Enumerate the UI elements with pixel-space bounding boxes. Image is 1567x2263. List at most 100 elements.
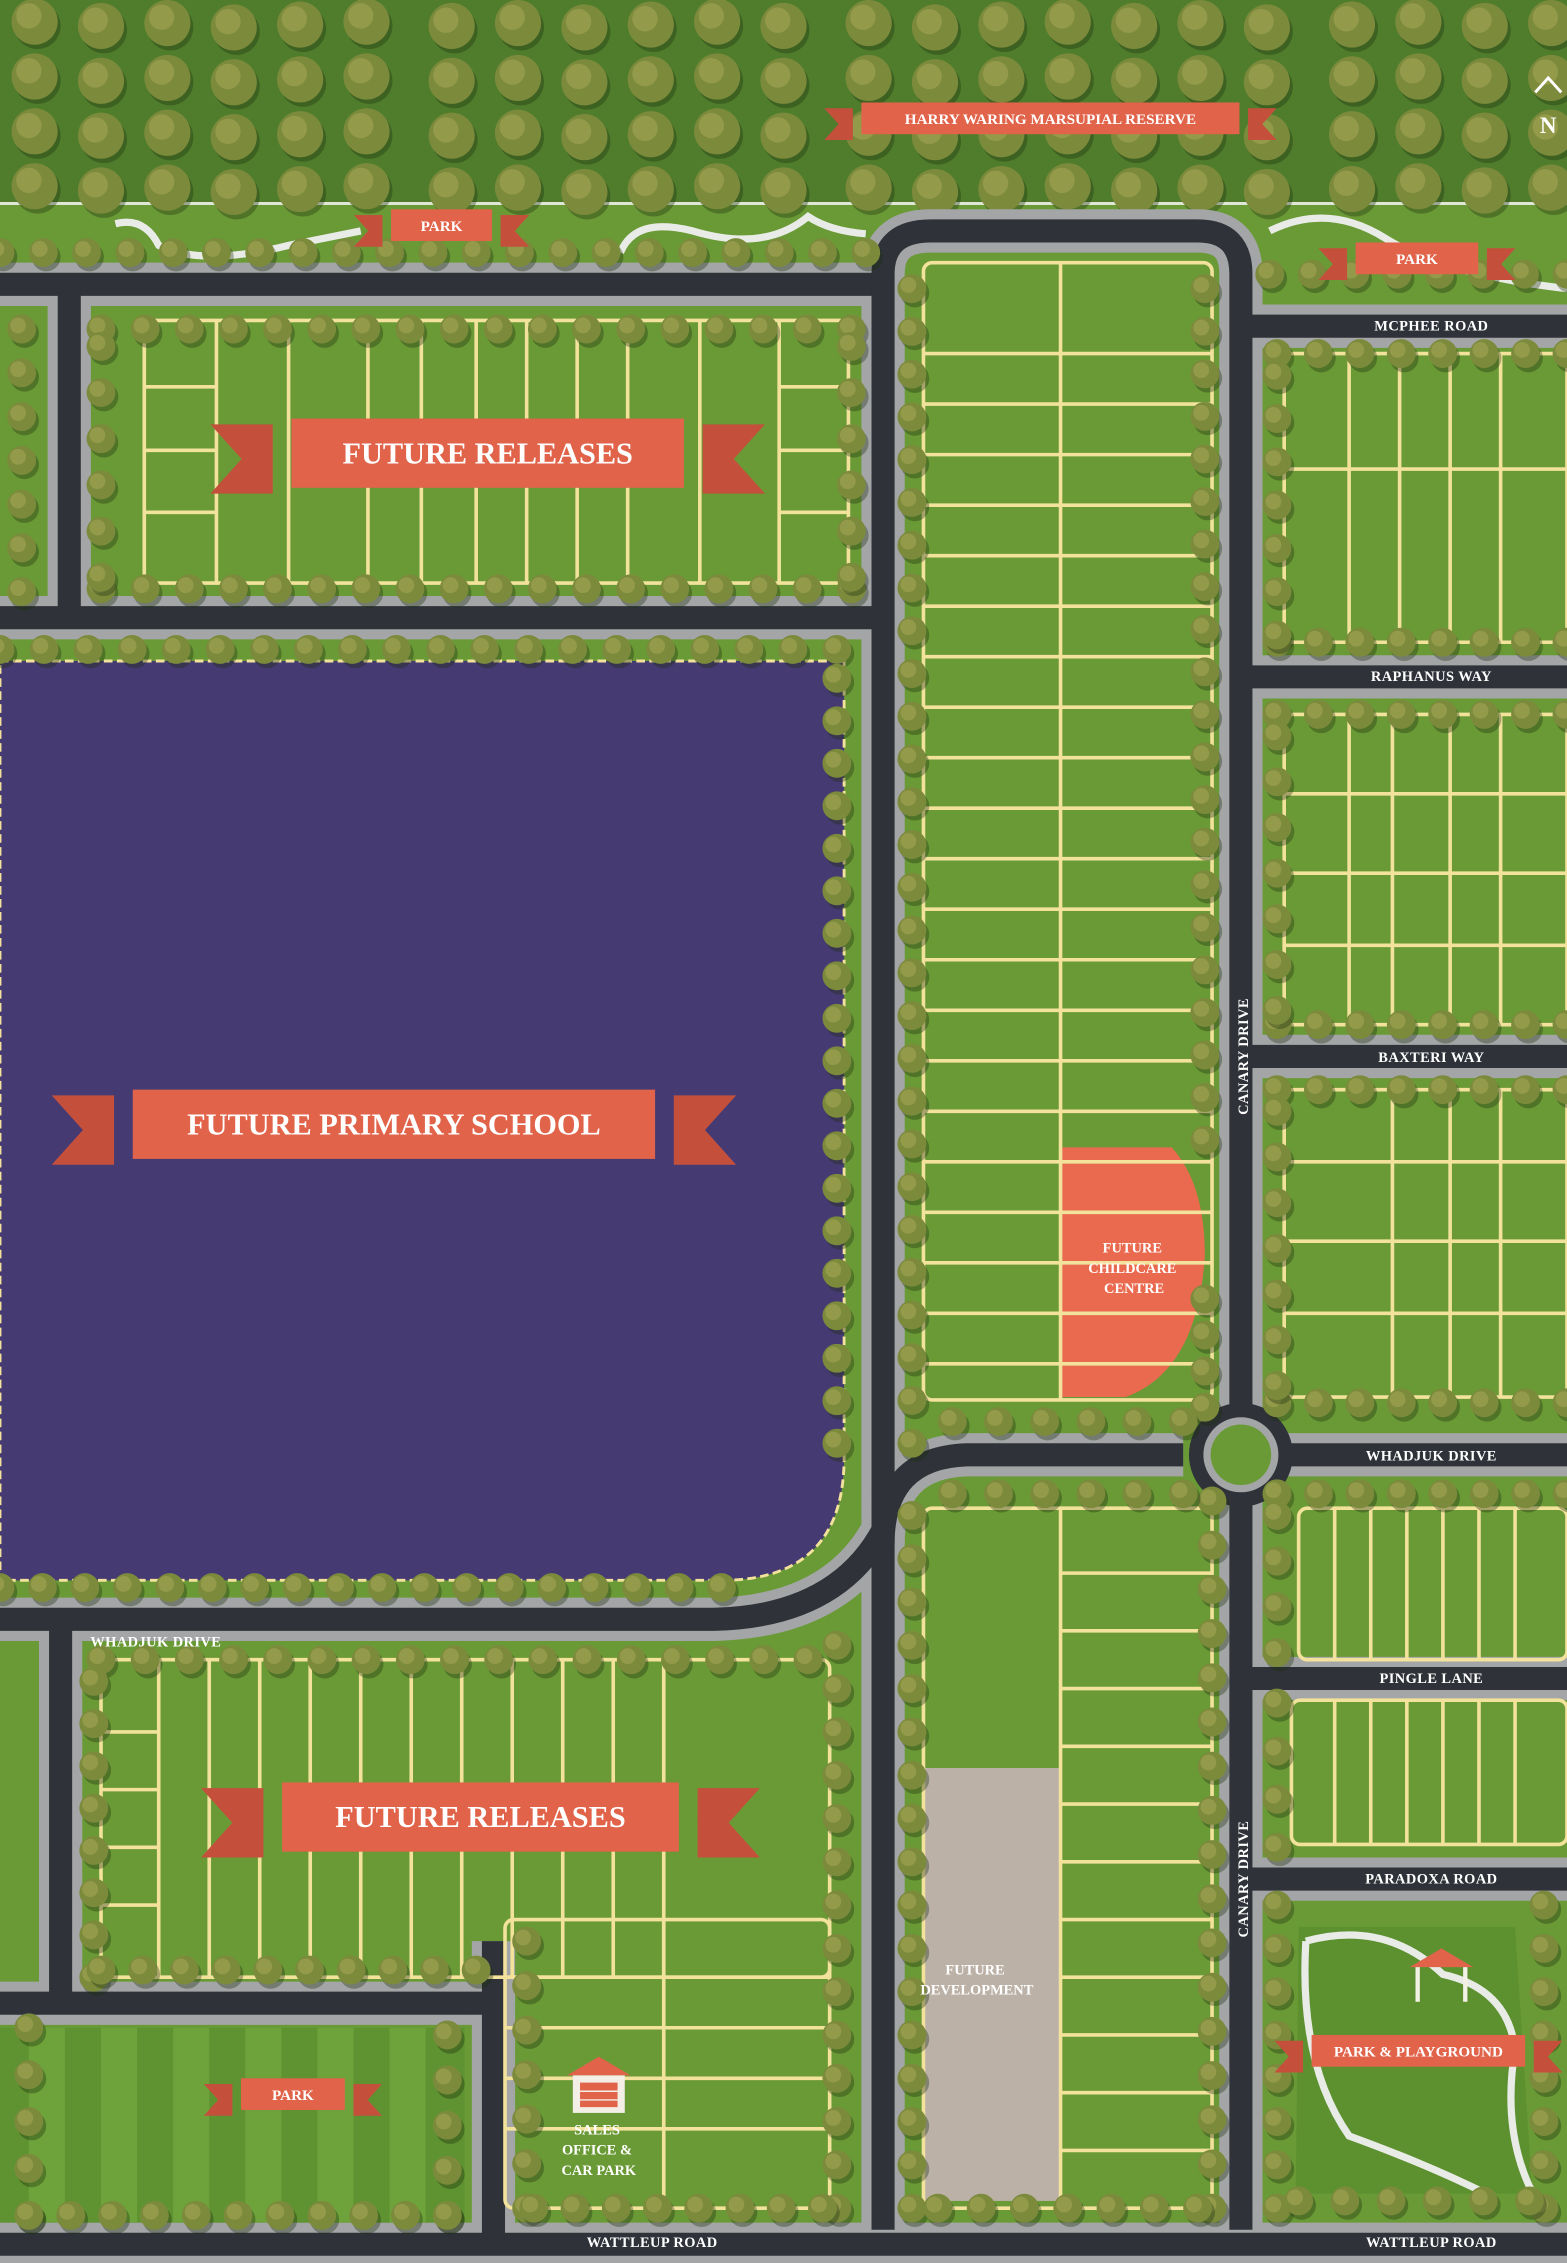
tree-icon (1177, 164, 1227, 216)
tree-icon (627, 165, 677, 217)
tree-icon (579, 1573, 612, 1607)
tree-icon (432, 2020, 465, 2054)
tree-icon (1190, 785, 1223, 819)
tree-icon (249, 635, 282, 669)
tree-icon (897, 1587, 930, 1621)
park-bottom-left-banner-label: PARK (272, 2087, 314, 2104)
tree-icon (79, 1666, 112, 1701)
future-releases-top-banner-label: FUTURE RELEASES (343, 436, 633, 470)
tree-icon (288, 238, 321, 272)
tree-icon (1528, 109, 1567, 161)
tree-icon (822, 1131, 855, 1165)
tree-icon (1262, 1933, 1295, 1968)
tree-icon (512, 2015, 544, 2049)
tree-icon (836, 378, 869, 412)
tree-icon (1511, 1010, 1543, 1044)
tree-icon (440, 1645, 472, 1679)
tree-icon (56, 2200, 89, 2235)
tree-icon (845, 0, 895, 51)
tree-icon (822, 1890, 855, 1924)
tree-icon (1262, 699, 1295, 734)
tree-icon (277, 165, 327, 217)
tree-icon (897, 1214, 930, 1249)
banner-tail-left (51, 1095, 115, 1165)
tree-icon (897, 787, 930, 821)
tree-icon (1428, 1388, 1461, 1422)
tree-icon (897, 701, 930, 736)
tree-icon (1262, 858, 1295, 892)
tree-icon (1461, 57, 1511, 109)
future-development-site (923, 1767, 1061, 2201)
tree-icon (11, 163, 61, 214)
tree-icon (1345, 627, 1378, 662)
tree-icon (1190, 572, 1223, 606)
tree-icon (749, 1645, 782, 1679)
tree-icon (897, 274, 930, 308)
tree-icon (643, 2193, 675, 2227)
tree-icon (1511, 1479, 1543, 1513)
tree-icon (494, 164, 544, 216)
banner-tail-left (1318, 248, 1348, 280)
park-playground-banner-label: PARK & PLAYGROUND (1334, 2044, 1503, 2061)
tree-icon (1262, 1233, 1295, 1268)
tree-icon (277, 1, 327, 52)
road-label-pingle: PINGLE LANE (1380, 1671, 1484, 1687)
tree-icon (1262, 1096, 1295, 1131)
tree-icon (1262, 1500, 1295, 1535)
tree-icon (349, 2200, 381, 2235)
tree-icon (1262, 1832, 1295, 1867)
street-trees (0, 238, 1567, 2235)
tree-icon (822, 1003, 855, 1038)
tree-icon (984, 1479, 1016, 1513)
park-mown-stripe (389, 2027, 426, 2223)
tree-icon (1197, 1840, 1230, 1874)
tree-icon (205, 635, 238, 669)
tree-icon (1303, 627, 1336, 662)
tree-icon (1330, 2186, 1363, 2220)
tree-icon (1262, 533, 1295, 568)
tree-icon (1044, 0, 1094, 50)
tree-icon (897, 359, 930, 393)
tree-icon (351, 574, 384, 608)
banner-body (282, 1782, 679, 1852)
tree-icon (86, 516, 119, 550)
banner-body (240, 2078, 345, 2111)
tree-icon (836, 424, 869, 458)
tree-icon (144, 0, 194, 51)
future-childcare-site (1060, 1147, 1205, 1398)
tree-icon (966, 2193, 999, 2227)
tree-icon (395, 574, 428, 608)
tree-icon (1197, 1884, 1230, 1918)
tree-icon (0, 1573, 18, 1607)
tree-icon (181, 2200, 214, 2235)
tree-icon (1262, 813, 1295, 847)
park-top-right-banner: PARK (1318, 242, 1516, 280)
tree-icon (760, 167, 810, 218)
banner-tail-right (702, 424, 765, 494)
tree-icon (897, 1544, 930, 1578)
tree-icon (514, 635, 546, 669)
tree-icon (86, 378, 119, 412)
tree-icon (660, 574, 693, 608)
tree-icon (1461, 112, 1511, 164)
tree-icon (210, 4, 260, 55)
tree-icon (1428, 1075, 1461, 1109)
tree-icon (14, 2013, 47, 2047)
tree-icon (707, 1573, 739, 1607)
tree-icon (1552, 627, 1567, 661)
tree-icon (1190, 870, 1223, 904)
tree-icon (519, 2193, 552, 2227)
tree-icon (28, 238, 61, 272)
tree-icon (1190, 1125, 1223, 1159)
tree-icon (1168, 1407, 1201, 1441)
tree-icon (1243, 59, 1293, 110)
tree-icon (897, 1674, 930, 1708)
tree-icon (461, 1955, 494, 1989)
tree-icon (79, 1793, 112, 1827)
tree-icon (130, 574, 163, 608)
tree-icon (766, 2193, 799, 2227)
tree-icon (760, 112, 810, 164)
tree-icon (897, 1172, 930, 1206)
tree-icon (822, 1847, 855, 1881)
tree-icon (29, 635, 62, 669)
